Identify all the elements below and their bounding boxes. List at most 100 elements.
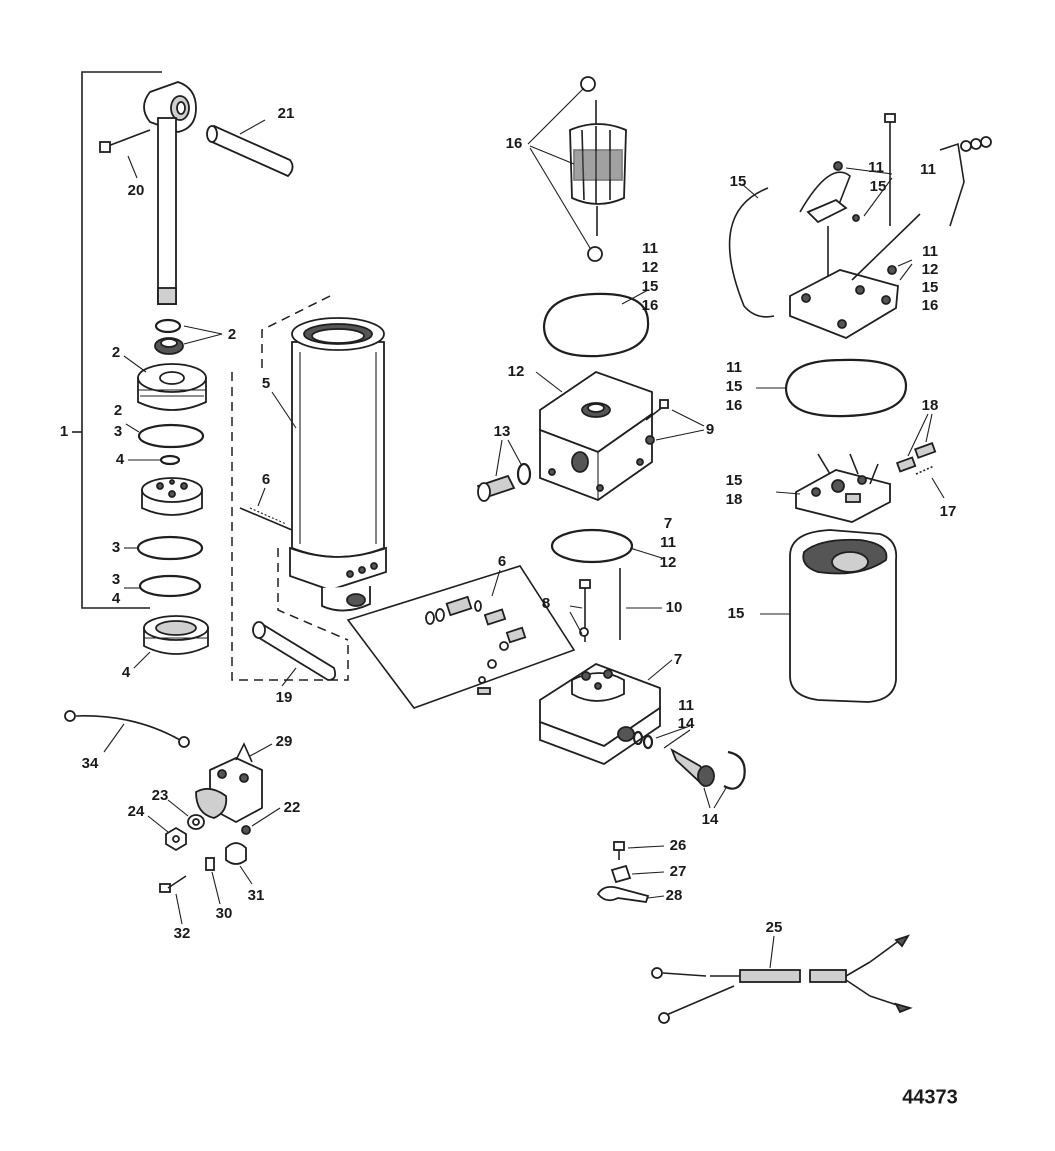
- cylinder-assembly: [231, 295, 387, 687]
- callout-16: 16: [506, 135, 523, 152]
- gasket-part: [542, 292, 650, 358]
- callout-11: 11: [726, 359, 742, 376]
- callout-16: 16: [726, 397, 743, 414]
- callout-11: 11: [868, 159, 884, 176]
- callout-7: 7: [664, 515, 672, 532]
- callout-11: 11: [660, 534, 676, 551]
- callout-3: 3: [112, 571, 120, 588]
- callout-12: 12: [642, 259, 659, 276]
- callout-16: 16: [642, 297, 659, 314]
- callout-4: 4: [112, 590, 121, 607]
- callout-15: 15: [642, 278, 659, 295]
- motor-frame-part: [760, 529, 898, 703]
- small-o-ring-part: [159, 454, 181, 466]
- tilt-ram-assembly: [72, 71, 294, 669]
- callout-34: 34: [82, 755, 99, 772]
- callout-12: 12: [660, 554, 677, 571]
- seal-kit-card: [346, 565, 576, 709]
- callout-2: 2: [114, 402, 122, 419]
- callout-4: 4: [122, 664, 131, 681]
- callout-9: 9: [706, 421, 714, 438]
- callout-6: 6: [262, 471, 270, 488]
- cap-part: [154, 337, 184, 355]
- callout-22: 22: [284, 799, 301, 816]
- callout-15: 15: [726, 472, 743, 489]
- piston-head-part: [137, 363, 207, 411]
- callout-10: 10: [666, 599, 683, 616]
- callout-19: 19: [276, 689, 293, 706]
- callout-26: 26: [670, 837, 687, 854]
- callout-11: 11: [920, 161, 936, 178]
- callout-3: 3: [114, 423, 122, 440]
- callout-14: 14: [678, 715, 695, 732]
- callout-11: 11: [642, 240, 658, 257]
- trim-sender-part: [195, 742, 281, 835]
- callout-15: 15: [730, 173, 747, 190]
- motor-end-cap-part: [728, 113, 992, 339]
- callout-13: 13: [494, 423, 511, 440]
- callout-25: 25: [766, 919, 783, 936]
- nut-part-24: [147, 815, 187, 852]
- clamp-part-28: [596, 885, 665, 903]
- callout-8: 8: [542, 595, 550, 612]
- bolt-part-8: [569, 579, 591, 642]
- callout-21: 21: [278, 105, 295, 122]
- callout-24: 24: [128, 803, 145, 820]
- screw-part-26: [613, 841, 665, 860]
- callout-28: 28: [666, 887, 683, 904]
- hardware-group: [596, 841, 665, 903]
- callout-15: 15: [870, 178, 887, 195]
- callout-18: 18: [726, 491, 743, 508]
- callout-11: 11: [922, 243, 938, 260]
- callout-labels: 21 20 2 2 2 3 4 1 3 3 4 4 5 6 19 6 16 11…: [60, 105, 957, 942]
- nut-part-23: [167, 799, 205, 830]
- o-ring-part: [154, 318, 182, 334]
- large-o-ring-part: [550, 528, 634, 564]
- callout-15: 15: [922, 279, 939, 296]
- callout-32: 32: [174, 925, 191, 942]
- valve-piston-part: [141, 477, 203, 516]
- cylinder-bolt-part: [239, 507, 293, 531]
- pivot-pin-part: [206, 124, 294, 178]
- callout-23: 23: [152, 787, 169, 804]
- callout-17: 17: [940, 503, 957, 520]
- pump-end-cap-part: [539, 370, 653, 502]
- callout-1: 1: [60, 423, 68, 440]
- callout-3: 3: [112, 539, 120, 556]
- callout-15: 15: [726, 378, 743, 395]
- screw-part-32: [159, 875, 187, 925]
- callout-18: 18: [922, 397, 939, 414]
- check-valve-part: [632, 725, 746, 809]
- callout-16: 16: [922, 297, 939, 314]
- callout-12: 12: [922, 261, 939, 278]
- screw-part-30: [205, 857, 221, 905]
- callout-5: 5: [262, 375, 270, 392]
- armature-part: [527, 76, 627, 262]
- cylinder-tube-part: [289, 317, 387, 612]
- callout-12: 12: [508, 363, 525, 380]
- ground-strap-part: [64, 710, 190, 753]
- brush-plate-part: [775, 413, 945, 523]
- callout-29: 29: [276, 733, 293, 750]
- diagram-reference-number: 44373: [902, 1086, 958, 1108]
- fitting-part-13: [476, 439, 532, 502]
- pivot-pin-part-19: [252, 621, 337, 681]
- bolt-part-20: [99, 129, 151, 153]
- seal-ring-part: [138, 574, 202, 598]
- callout-14: 14: [702, 811, 719, 828]
- callout-2: 2: [112, 344, 120, 361]
- screw-part-9: [645, 399, 705, 445]
- callout-2: 2: [228, 326, 236, 343]
- wire-harness-part: [651, 934, 913, 1024]
- pump-base-part: [539, 662, 661, 766]
- callout-30: 30: [216, 905, 233, 922]
- clip-part-27: [610, 864, 665, 884]
- ram-eye-part: [143, 81, 197, 305]
- seal-ring-part: [137, 423, 205, 449]
- callout-7: 7: [674, 651, 682, 668]
- callout-11: 11: [678, 697, 694, 714]
- seal-ring-part: [136, 535, 204, 561]
- callout-4: 4: [116, 451, 125, 468]
- callout-20: 20: [128, 182, 145, 199]
